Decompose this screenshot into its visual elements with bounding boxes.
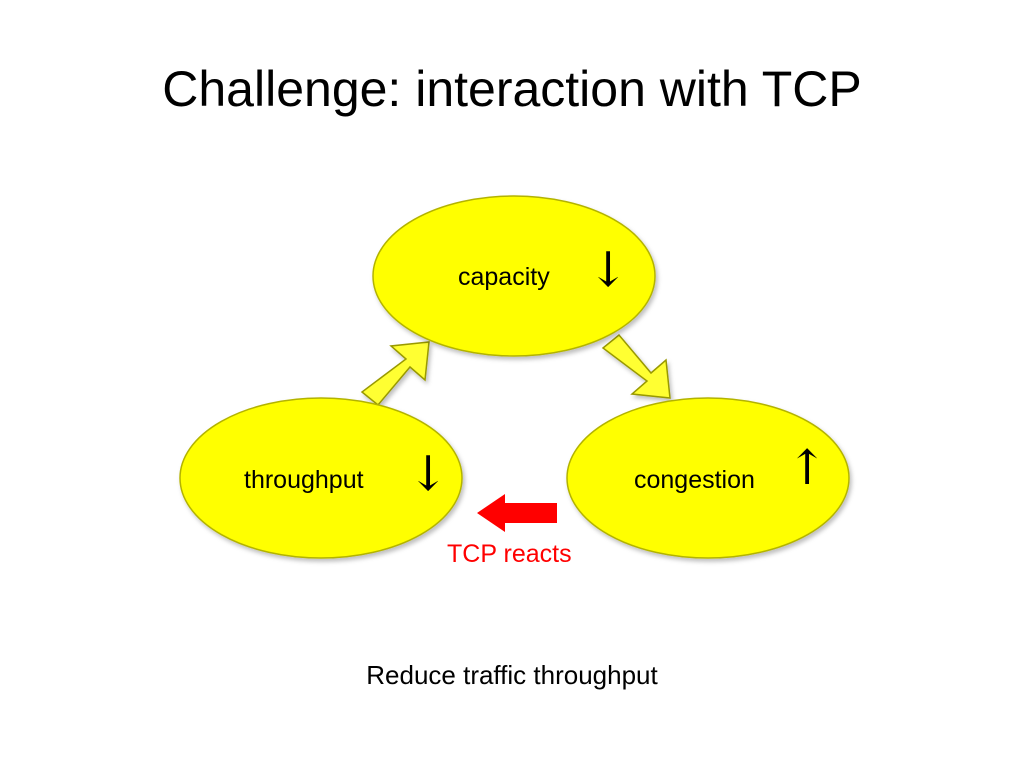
congestion-up-arrow-icon: ↑: [787, 440, 828, 496]
capacity-down-arrow-icon: ↓: [588, 242, 629, 298]
caption: Reduce traffic throughput: [366, 660, 658, 690]
tcp-reacts-arrow: [477, 494, 557, 532]
congestion-node: [566, 397, 850, 559]
tcp-reacts-label: TCP reacts: [447, 540, 572, 568]
block-arrow-capacity-to-congestion: [601, 333, 671, 399]
slide-title: Challenge: interaction with TCP: [162, 61, 862, 117]
capacity-node: [372, 195, 656, 357]
capacity-label: capacity: [458, 263, 550, 291]
throughput-node: [179, 397, 463, 559]
block-arrow-throughput-to-capacity: [360, 341, 430, 407]
throughput-down-arrow-icon: ↓: [408, 446, 449, 502]
throughput-label: throughput: [244, 466, 364, 494]
congestion-label: congestion: [634, 466, 755, 494]
